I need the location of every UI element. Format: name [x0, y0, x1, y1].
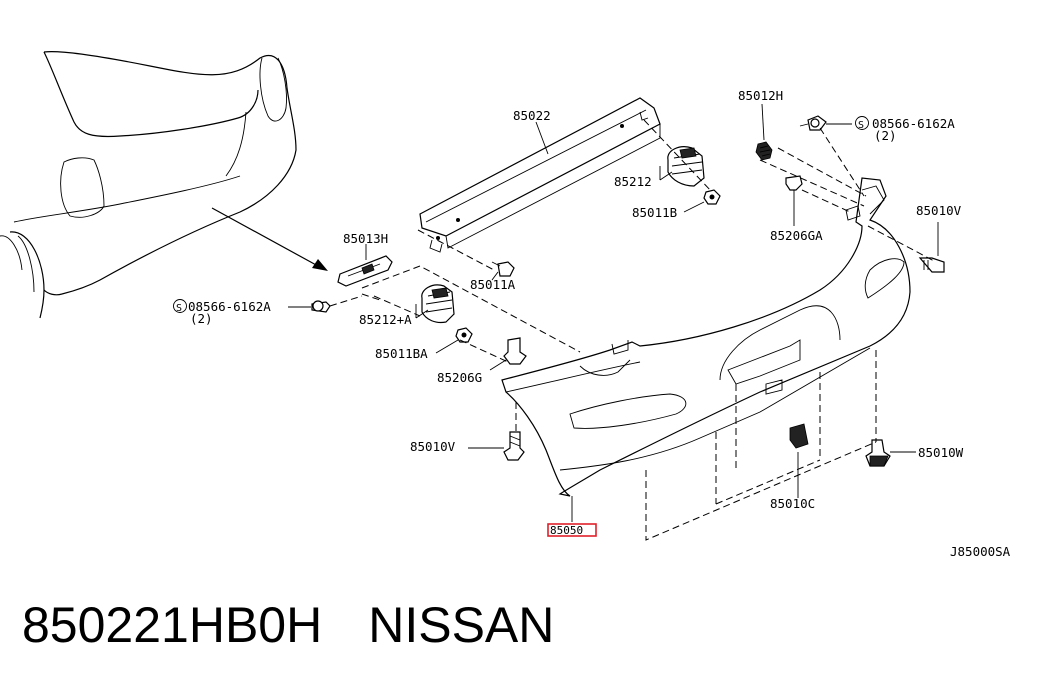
clip-left-icon — [489, 337, 527, 371]
stay-left-85013h — [337, 244, 393, 287]
label-85212: 85212 — [614, 174, 652, 189]
label-85011ba: 85011BA — [375, 346, 428, 361]
label-screw-right-qty: (2) — [874, 128, 897, 143]
label-85012h: 85012H — [738, 88, 783, 103]
nut-right-icon — [683, 189, 721, 213]
label-85011b: 85011B — [632, 205, 677, 220]
label-85050: 85050 — [550, 524, 583, 537]
label-85022: 85022 — [513, 108, 551, 123]
vehicle-outline — [0, 51, 297, 319]
screw-right-icon — [799, 115, 852, 131]
bumper-fascia-85050 — [501, 177, 911, 497]
label-screw-right: 08566-6162A — [872, 116, 955, 131]
label-85010v-right: 85010V — [916, 203, 962, 218]
bolt-upper-icon — [491, 261, 515, 281]
label-85011a: 85011A — [470, 277, 516, 292]
diagram-code: J85000SA — [950, 544, 1011, 559]
screw-left-icon — [288, 300, 331, 313]
s-symbol-left-icon — [173, 299, 187, 313]
stay-right-85012h — [755, 103, 773, 161]
label-screw-left-qty: (2) — [190, 311, 213, 326]
location-arrow — [211, 207, 328, 271]
assembly-dashed-lines — [329, 119, 937, 541]
absorber-left — [415, 284, 455, 324]
brand-name: NISSAN — [368, 597, 555, 653]
label-85206ga: 85206GA — [770, 228, 823, 243]
label-85013h: 85013H — [343, 231, 388, 246]
label-85212a: 85212+A — [359, 312, 412, 327]
highlight-box — [547, 523, 597, 537]
caption: 850221HB0H NISSAN — [22, 600, 554, 650]
s-symbol-left: S — [176, 303, 182, 314]
label-screw-left: 08566-6162A — [188, 299, 271, 314]
bolt-w-icon — [865, 439, 916, 467]
s-symbol-right: S — [858, 120, 864, 131]
part-number: 850221HB0H — [22, 597, 323, 653]
label-85010v-left: 85010V — [410, 439, 456, 454]
s-symbol-right-icon — [855, 116, 869, 130]
bolt-v-left-icon — [468, 431, 525, 461]
part-labels: 85022 85013H 85012H S 08566-6162A (2) S … — [173, 88, 1011, 559]
clip-right-icon — [785, 175, 803, 226]
label-85206g: 85206G — [437, 370, 482, 385]
nut-left-icon — [435, 327, 473, 354]
absorber-right — [659, 146, 705, 187]
label-85010c: 85010C — [770, 496, 815, 511]
reinforcement-85022 — [419, 97, 661, 253]
bolt-v-right-icon — [918, 222, 945, 273]
label-85010w: 85010W — [918, 445, 964, 460]
